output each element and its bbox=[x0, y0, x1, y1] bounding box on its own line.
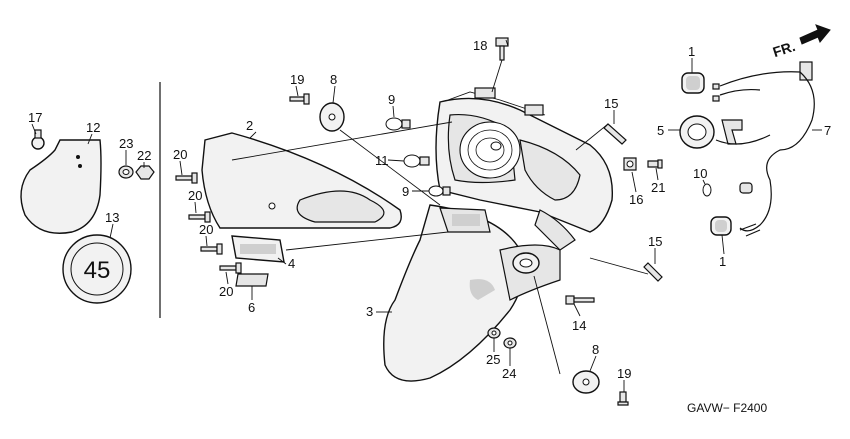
callout-19-bottom: 19 bbox=[617, 366, 631, 381]
grommet-8-bottom bbox=[572, 370, 600, 394]
callout-25: 25 bbox=[486, 352, 500, 367]
callout-15-top: 15 bbox=[604, 96, 618, 111]
callout-7: 7 bbox=[824, 123, 831, 138]
callout-20-a: 20 bbox=[173, 147, 187, 162]
reflector-sticker-6 bbox=[235, 273, 269, 287]
bolt-18 bbox=[495, 37, 509, 61]
screw-20-a bbox=[175, 172, 198, 184]
bolt-14 bbox=[565, 295, 595, 305]
callout-8-bottom: 8 bbox=[592, 342, 599, 357]
clip-15-bottom bbox=[643, 262, 663, 282]
callout-9-top: 9 bbox=[388, 92, 395, 107]
screw-20-d bbox=[219, 262, 242, 274]
washer-25 bbox=[487, 327, 501, 339]
socket-1-top bbox=[681, 72, 705, 94]
grommet-8-top bbox=[319, 102, 345, 132]
callout-2: 2 bbox=[246, 118, 253, 133]
callout-4: 4 bbox=[288, 256, 295, 271]
callout-20-b: 20 bbox=[188, 188, 202, 203]
callout-13: 13 bbox=[105, 210, 119, 225]
callout-22: 22 bbox=[137, 148, 151, 163]
collar-24 bbox=[503, 337, 517, 349]
callout-20-d: 20 bbox=[219, 284, 233, 299]
reflector-4 bbox=[231, 235, 285, 263]
screw-20-b bbox=[188, 211, 211, 223]
bulb-10 bbox=[702, 183, 712, 197]
connector-7 bbox=[739, 61, 813, 194]
callout-9-bottom: 9 bbox=[402, 184, 409, 199]
front-direction-indicator: FR. bbox=[771, 24, 831, 60]
nut-22 bbox=[135, 165, 155, 180]
callout-5: 5 bbox=[657, 123, 664, 138]
callout-19-top: 19 bbox=[290, 72, 304, 87]
license-light-assembly bbox=[439, 207, 491, 233]
callout-10: 10 bbox=[693, 166, 707, 181]
callout-1-top: 1 bbox=[688, 44, 695, 59]
diagram-code: GAVW− F2400 bbox=[687, 401, 767, 415]
screw-19-top bbox=[289, 93, 310, 105]
callout-18: 18 bbox=[473, 38, 487, 53]
callout-14: 14 bbox=[572, 318, 586, 333]
callout-15-bottom: 15 bbox=[648, 234, 662, 249]
callout-11: 11 bbox=[375, 153, 389, 168]
callout-8-top: 8 bbox=[330, 72, 337, 87]
callout-17: 17 bbox=[28, 110, 42, 125]
screw-21 bbox=[647, 159, 663, 169]
callout-24: 24 bbox=[502, 366, 516, 381]
leader-lines bbox=[31, 39, 822, 392]
callout-labels: 17 12 23 22 13 2 19 8 9 11 9 20 20 20 20… bbox=[28, 38, 831, 381]
callout-16: 16 bbox=[629, 192, 643, 207]
screw-20-c bbox=[200, 243, 223, 255]
socket-1-bottom bbox=[710, 216, 732, 236]
clip-15-top bbox=[603, 123, 627, 145]
bulb-9-bottom bbox=[428, 185, 451, 197]
washer-23 bbox=[118, 165, 134, 179]
sticker-number: 45 bbox=[84, 257, 111, 284]
callout-6: 6 bbox=[248, 300, 255, 315]
sticker-13: 45 bbox=[62, 234, 132, 304]
callout-1-bottom: 1 bbox=[719, 254, 726, 269]
bracket-5-clip bbox=[721, 119, 743, 145]
bulb-11 bbox=[403, 154, 430, 168]
callout-20-c: 20 bbox=[199, 222, 213, 237]
bulb-9-top bbox=[385, 117, 411, 131]
cover-plate-12 bbox=[20, 139, 102, 234]
callout-23: 23 bbox=[119, 136, 133, 151]
fender-bushing bbox=[512, 252, 540, 274]
wire-harness-7 bbox=[719, 71, 815, 232]
callout-12: 12 bbox=[86, 120, 100, 135]
callout-21: 21 bbox=[651, 180, 665, 195]
callout-3: 3 bbox=[366, 304, 373, 319]
front-indicator-label: FR. bbox=[771, 38, 797, 60]
screw-19-bottom bbox=[617, 391, 629, 406]
bolt-17 bbox=[31, 129, 45, 150]
socket-5 bbox=[679, 115, 715, 149]
clamp-16 bbox=[623, 157, 637, 171]
